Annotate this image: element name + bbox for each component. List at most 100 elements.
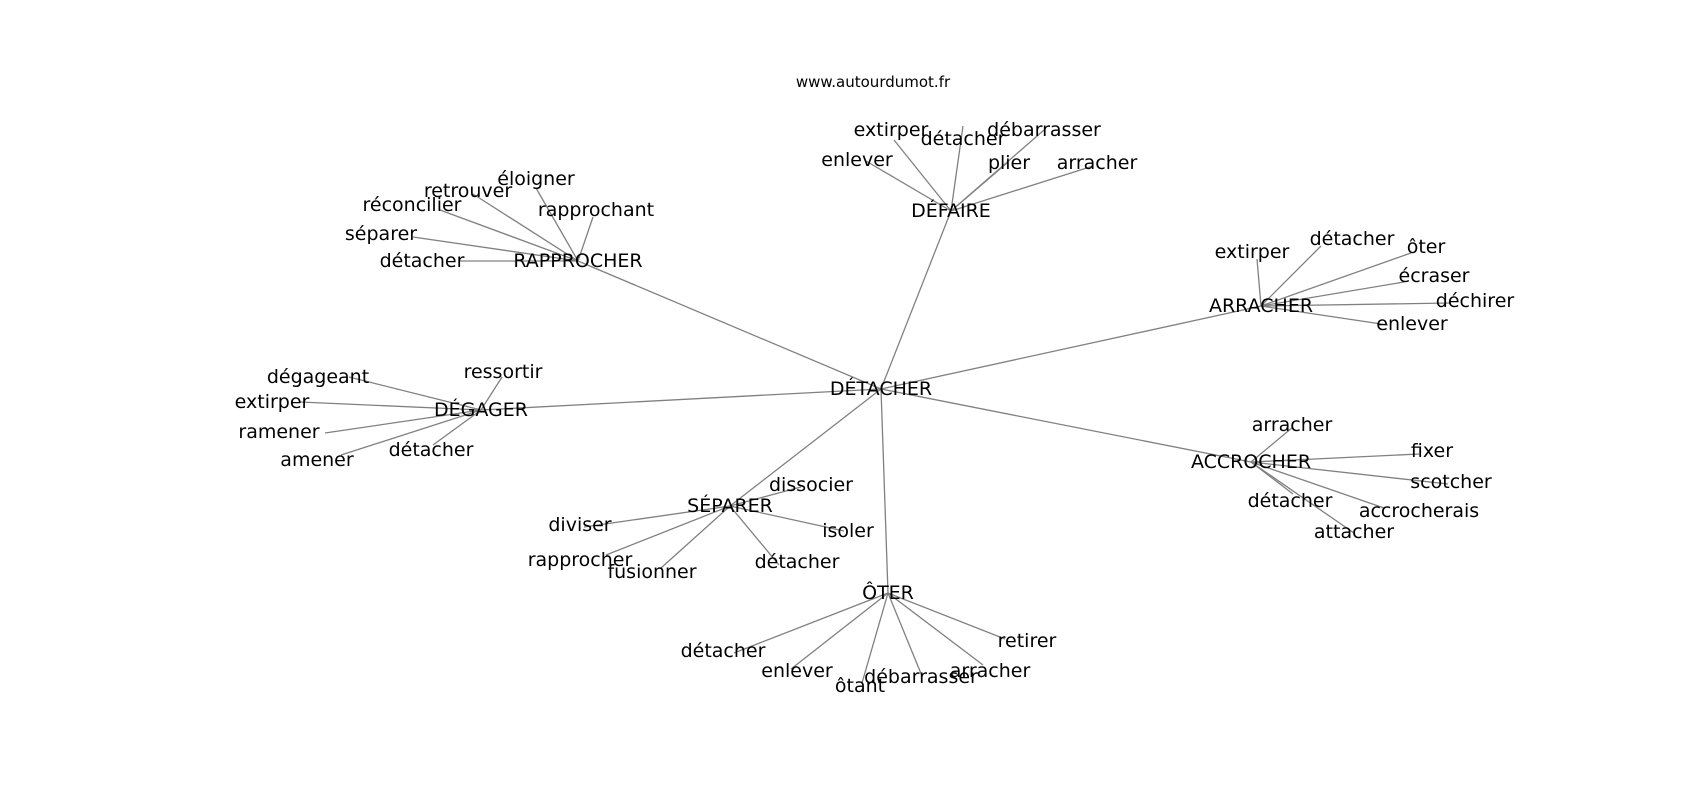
edges-layer bbox=[299, 125, 1452, 684]
leaf-word-node[interactable]: débarrasser bbox=[987, 119, 1101, 141]
leaf-word-node[interactable]: détacher bbox=[755, 551, 840, 573]
leaf-word-node[interactable]: retrouver bbox=[424, 180, 513, 202]
hub-word-node[interactable]: DÉFAIRE bbox=[911, 199, 991, 222]
edge-hub-leaf bbox=[432, 409, 482, 446]
leaf-word-node[interactable]: accrocherais bbox=[1359, 500, 1479, 522]
edge-hub-leaf bbox=[299, 401, 482, 411]
leaf-word-node[interactable]: fusionner bbox=[607, 561, 696, 583]
leaf-word-node[interactable]: arracher bbox=[1057, 152, 1138, 174]
hub-word-node[interactable]: SÉPARER bbox=[687, 494, 773, 517]
edge-hub-leaf bbox=[1250, 453, 1420, 463]
leaf-word-node[interactable]: rapprochant bbox=[538, 199, 654, 221]
leaf-word-node[interactable]: dissocier bbox=[769, 474, 853, 496]
leaf-word-node[interactable]: rapprocher bbox=[528, 549, 633, 571]
hub-word-node[interactable]: RAPPROCHER bbox=[513, 250, 642, 272]
leaf-word-node[interactable]: détacher bbox=[380, 250, 465, 272]
leaf-word-node[interactable]: ôtant bbox=[835, 675, 885, 697]
edge-hub-leaf bbox=[893, 139, 952, 212]
leaf-word-node[interactable]: retirer bbox=[998, 630, 1057, 652]
leaf-word-node[interactable]: ramener bbox=[238, 421, 319, 443]
edge-center-hub bbox=[880, 210, 952, 390]
leaf-word-node[interactable]: diviser bbox=[548, 514, 611, 536]
edge-hub-leaf bbox=[1260, 305, 1389, 326]
leaf-word-node[interactable]: détacher bbox=[921, 128, 1006, 150]
edge-hub-leaf bbox=[1250, 461, 1355, 534]
edge-hub-leaf bbox=[348, 376, 482, 411]
leaf-word-node[interactable]: ressortir bbox=[464, 361, 543, 383]
leaf-word-node[interactable]: enlever bbox=[821, 149, 893, 171]
center-word-node[interactable]: DÉTACHER bbox=[830, 377, 932, 400]
edge-hub-leaf bbox=[412, 236, 579, 262]
leaf-word-node[interactable]: arracher bbox=[950, 660, 1031, 682]
edge-hub-leaf bbox=[1260, 252, 1412, 307]
leaf-word-node[interactable]: réconcilier bbox=[363, 194, 462, 216]
edge-hub-leaf bbox=[1250, 426, 1294, 463]
edge-hub-leaf bbox=[472, 193, 579, 262]
edge-hub-leaf bbox=[1260, 302, 1452, 307]
leaf-word-node[interactable]: détacher bbox=[681, 640, 766, 662]
edge-hub-leaf bbox=[583, 505, 731, 528]
edge-hub-leaf bbox=[950, 165, 1094, 212]
leaf-word-node[interactable]: détacher bbox=[389, 439, 474, 461]
leaf-word-node[interactable]: enlever bbox=[1376, 313, 1448, 335]
edge-hub-leaf bbox=[729, 486, 802, 507]
edge-hub-leaf bbox=[729, 505, 845, 532]
edge-center-hub bbox=[480, 388, 882, 411]
edge-hub-leaf bbox=[887, 592, 923, 677]
edge-hub-leaf bbox=[660, 505, 731, 569]
edge-center-hub bbox=[880, 388, 889, 594]
leaf-word-node[interactable]: débarrasser bbox=[864, 666, 978, 688]
leaf-word-node[interactable]: ôter bbox=[1407, 236, 1446, 258]
edge-hub-leaf bbox=[887, 592, 984, 666]
edge-hub-leaf bbox=[605, 505, 731, 556]
leaf-word-node[interactable]: isoler bbox=[822, 520, 874, 542]
edge-hub-leaf bbox=[1250, 461, 1449, 485]
hub-word-node[interactable]: DÉGAGER bbox=[434, 398, 528, 421]
hub-word-node[interactable]: ACCROCHER bbox=[1191, 451, 1311, 473]
edge-hub-leaf bbox=[861, 592, 889, 684]
edge-hub-leaf bbox=[950, 125, 964, 212]
leaf-word-node[interactable]: déchirer bbox=[1436, 290, 1515, 312]
edge-hub-leaf bbox=[1250, 461, 1385, 509]
edge-hub-leaf bbox=[1260, 245, 1322, 307]
leaf-word-node[interactable]: amener bbox=[280, 449, 354, 471]
leaf-word-node[interactable]: scotcher bbox=[1410, 471, 1492, 493]
edge-hub-leaf bbox=[887, 592, 1006, 640]
edge-hub-leaf bbox=[577, 216, 594, 262]
edge-center-hub bbox=[880, 388, 1252, 463]
edge-center-hub bbox=[577, 260, 882, 390]
edge-hub-leaf bbox=[1256, 258, 1262, 307]
leaf-word-node[interactable]: extirper bbox=[235, 391, 310, 413]
edge-hub-leaf bbox=[790, 592, 889, 670]
edge-hub-leaf bbox=[324, 409, 482, 434]
leaf-word-node[interactable]: extirper bbox=[1215, 241, 1290, 263]
edge-hub-leaf bbox=[535, 187, 579, 262]
edge-hub-leaf bbox=[480, 376, 503, 411]
leaf-word-node[interactable]: détacher bbox=[1248, 490, 1333, 512]
edge-hub-leaf bbox=[1260, 281, 1405, 307]
leaf-word-node[interactable]: plier bbox=[988, 152, 1030, 174]
edge-hub-leaf bbox=[950, 162, 1008, 212]
edge-center-hub bbox=[729, 388, 882, 507]
leaf-word-node[interactable]: extirper bbox=[854, 119, 929, 141]
leaf-word-node[interactable]: attacher bbox=[1314, 521, 1394, 543]
hub-word-node[interactable]: ARRACHER bbox=[1209, 295, 1313, 317]
leaf-word-node[interactable]: écraser bbox=[1399, 265, 1470, 287]
edge-hub-leaf bbox=[733, 592, 889, 654]
edge-hub-leaf bbox=[340, 409, 482, 456]
edge-center-hub bbox=[880, 305, 1262, 390]
leaf-word-node[interactable]: dégageant bbox=[267, 366, 369, 388]
leaf-word-node[interactable]: fixer bbox=[1411, 440, 1453, 462]
edge-hub-leaf bbox=[439, 209, 579, 262]
leaf-word-node[interactable]: éloigner bbox=[497, 168, 575, 190]
leaf-word-node[interactable]: détacher bbox=[1310, 228, 1395, 250]
watermark-text: www.autourdumot.fr bbox=[796, 73, 951, 91]
edge-hub-leaf bbox=[1250, 461, 1294, 495]
hub-word-node[interactable]: ÔTER bbox=[862, 580, 914, 604]
leaf-word-node[interactable]: séparer bbox=[345, 223, 417, 245]
edge-hub-leaf bbox=[865, 160, 952, 212]
leaf-word-node[interactable]: arracher bbox=[1252, 414, 1333, 436]
leaf-word-node[interactable]: enlever bbox=[761, 660, 833, 682]
